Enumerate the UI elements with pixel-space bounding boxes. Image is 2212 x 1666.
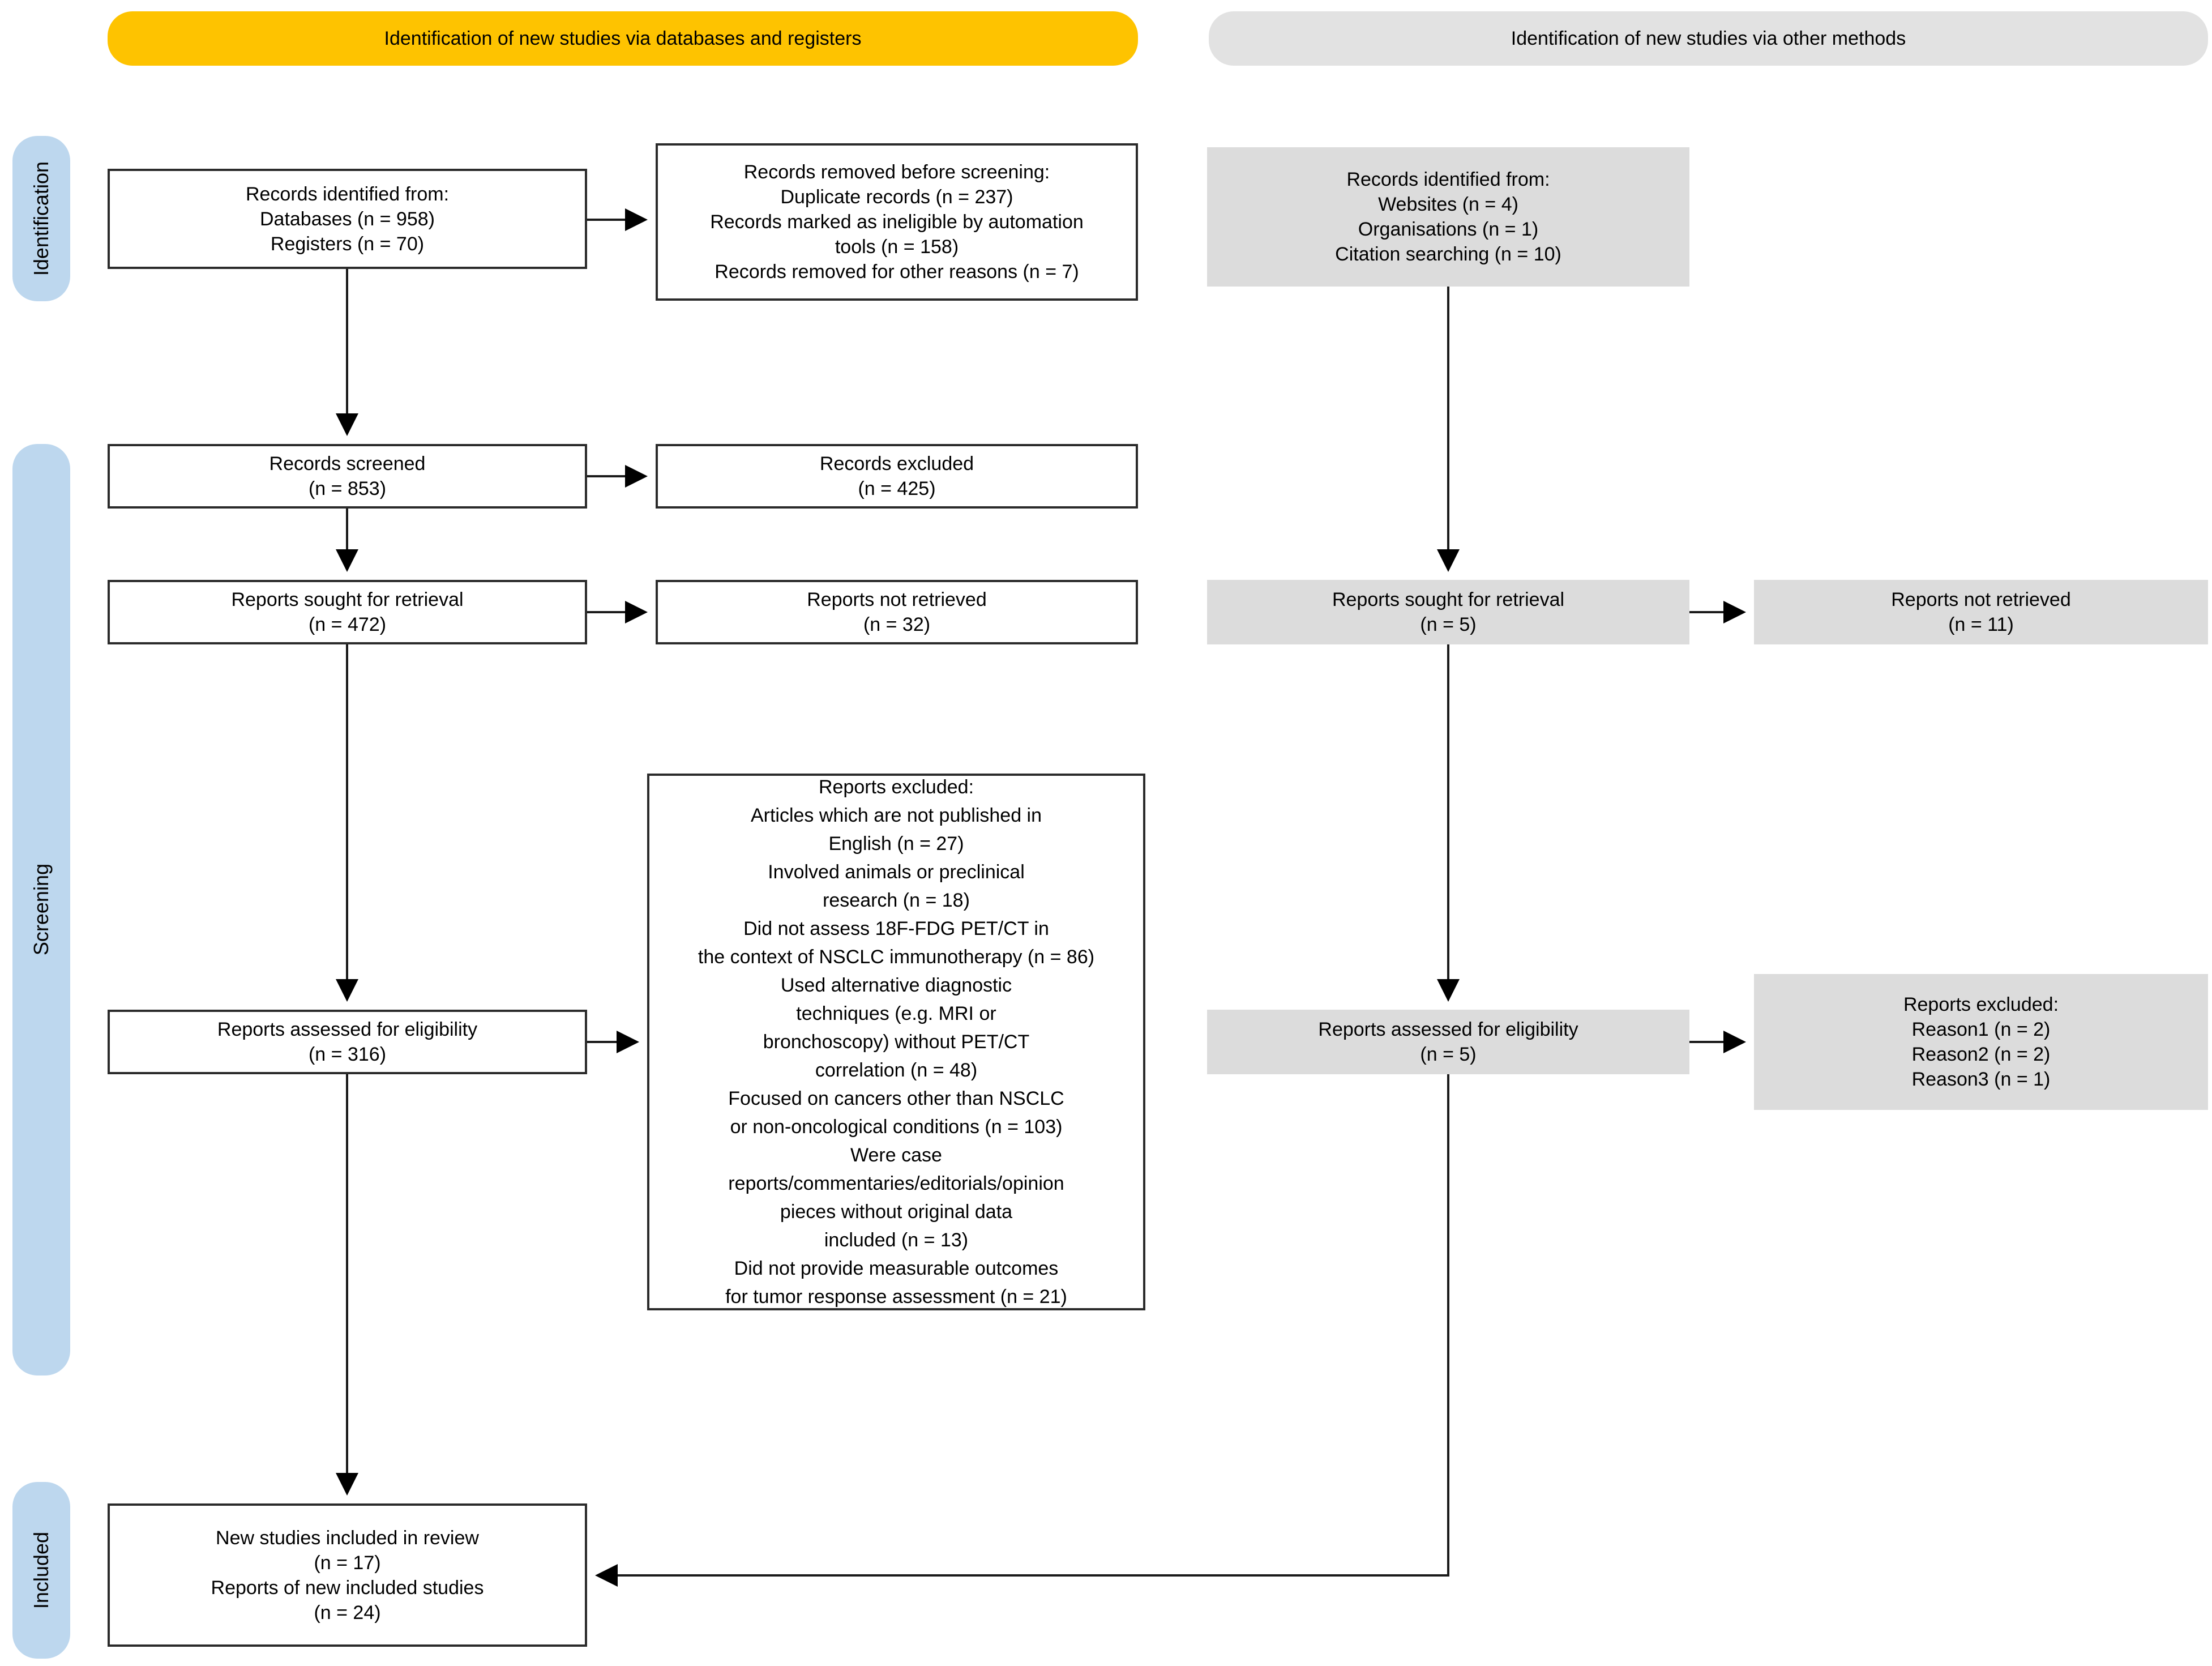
box-text-line: Organisations (n = 1) — [1358, 219, 1539, 240]
header-other-methods-label: Identification of new studies via other … — [1511, 27, 1906, 49]
box-text-line: Did not assess 18F-FDG PET/CT in — [743, 918, 1049, 939]
box-records-excluded: Records excluded (n = 425) — [656, 444, 1138, 509]
box-text-line: Records screened — [269, 453, 426, 475]
box-text-line: Reason2 (n = 2) — [1911, 1044, 2051, 1065]
box-text-line: Reports excluded: — [818, 776, 974, 798]
box-text-line: pieces without original data — [780, 1201, 1013, 1223]
box-text-line: included (n = 13) — [824, 1229, 969, 1251]
box-text-line: Reports assessed for eligibility — [1318, 1019, 1578, 1040]
box-text-line: Reports assessed for eligibility — [217, 1019, 478, 1040]
box-text-line: New studies included in review — [216, 1527, 479, 1549]
box-text-line: bronchoscopy) without PET/CT — [763, 1031, 1030, 1053]
box-text-line: (n = 853) — [308, 478, 387, 499]
arrow-assessed-other-to-included — [595, 1074, 1449, 1587]
box-text-line: Involved animals or preclinical — [768, 861, 1025, 883]
box-text-line: the context of NSCLC immunotherapy (n = … — [698, 946, 1095, 968]
stage-screening: Screening — [12, 444, 70, 1375]
box-text-line: Reports not retrieved — [1891, 589, 2071, 610]
box-text-line: (n = 11) — [1948, 614, 2014, 635]
box-text-line: (n = 24) — [314, 1601, 381, 1624]
header-other-methods: Identification of new studies via other … — [1209, 11, 2208, 66]
box-reports-excluded-databases: Reports excluded: Articles which are not … — [647, 774, 1145, 1310]
box-text-line: techniques (e.g. MRI or — [796, 1003, 996, 1024]
box-text-line: Reports not retrieved — [807, 589, 987, 610]
box-text-line: Records excluded — [819, 453, 974, 475]
box-text-line: (n = 316) — [308, 1044, 387, 1065]
header-databases-registers-label: Identification of new studies via databa… — [384, 27, 862, 49]
box-text-line: Duplicate records (n = 237) — [780, 186, 1013, 208]
box-text-line: Reports excluded: — [1903, 994, 2059, 1015]
box-text-line: Records identified from: — [245, 183, 450, 205]
box-reports-sought-databases: Reports sought for retrieval (n = 472) — [108, 580, 587, 644]
box-text-line: Used alternative diagnostic — [780, 975, 1012, 996]
box-text-line: Records removed before screening: — [743, 161, 1050, 183]
box-reports-sought-other: Reports sought for retrieval (n = 5) — [1207, 580, 1689, 644]
box-text-line: Websites (n = 4) — [1378, 194, 1518, 215]
box-text-line: (n = 5) — [1420, 614, 1477, 635]
box-reports-excluded-other: Reports excluded: Reason1 (n = 2) Reason2 … — [1754, 974, 2208, 1110]
box-reports-assessed-other: Reports assessed for eligibility (n = 5) — [1207, 1010, 1689, 1074]
box-text-line: research (n = 18) — [823, 890, 970, 911]
box-text-line: (n = 32) — [863, 614, 931, 635]
box-text-line: correlation (n = 48) — [815, 1060, 978, 1081]
box-records-identified-databases: Records identified from: Databases (n = 9… — [108, 169, 587, 269]
stage-identification: Identification — [12, 136, 70, 301]
box-text-line: Were case — [850, 1144, 942, 1166]
box-text-line: Reports sought for retrieval — [231, 589, 464, 610]
box-text-line: Citation searching (n = 10) — [1335, 244, 1561, 265]
box-reports-not-retrieved-other: Reports not retrieved (n = 11) — [1754, 580, 2208, 644]
box-text-line: (n = 5) — [1420, 1044, 1477, 1065]
box-text-line: tools (n = 158) — [835, 236, 959, 258]
box-text-line: (n = 472) — [308, 614, 387, 635]
box-text-line: Records identified from: — [1346, 169, 1550, 190]
stage-screening-label: Screening — [29, 864, 53, 956]
box-text-line: or non-oncological conditions (n = 103) — [730, 1116, 1063, 1138]
box-text-line: Reports sought for retrieval — [1332, 589, 1565, 610]
box-records-screened: Records screened (n = 853) — [108, 444, 587, 509]
box-text-line: Focused on cancers other than NSCLC — [728, 1088, 1064, 1109]
box-text-line: Records marked as ineligible by automati… — [710, 211, 1084, 233]
stage-included-label: Included — [29, 1531, 53, 1609]
box-new-studies-included: New studies included in review (n = 17) Re… — [108, 1503, 587, 1647]
box-text-line: (n = 425) — [858, 478, 936, 499]
box-text-line: reports/commentaries/editorials/opinion — [728, 1173, 1064, 1194]
box-text-line: Reason1 (n = 2) — [1911, 1019, 2051, 1040]
box-reports-not-retrieved-databases: Reports not retrieved (n = 32) — [656, 580, 1138, 644]
box-text-line: English (n = 27) — [828, 833, 964, 855]
stage-identification-label: Identification — [29, 161, 53, 276]
box-text-line: Reason3 (n = 1) — [1911, 1069, 2051, 1090]
box-text-line: Did not provide measurable outcomes — [734, 1258, 1059, 1279]
box-reports-assessed-databases: Reports assessed for eligibility (n = 316… — [108, 1010, 587, 1074]
box-text-line: Reports of new included studies — [211, 1577, 484, 1599]
box-records-removed-before-screening: Records removed before screening: Duplica… — [656, 143, 1138, 301]
box-text-line: for tumor response assessment (n = 21) — [725, 1286, 1067, 1308]
stage-included: Included — [12, 1482, 70, 1659]
box-text-line: Records removed for other reasons (n = 7… — [714, 261, 1079, 283]
box-text-line: Databases (n = 958) — [259, 208, 435, 230]
header-databases-registers: Identification of new studies via databa… — [108, 11, 1138, 66]
box-text-line: (n = 17) — [314, 1552, 381, 1574]
box-records-identified-other: Records identified from: Websites (n = 4)… — [1207, 147, 1689, 287]
box-text-line: Articles which are not published in — [750, 805, 1042, 826]
box-text-line: Registers (n = 70) — [270, 233, 425, 255]
